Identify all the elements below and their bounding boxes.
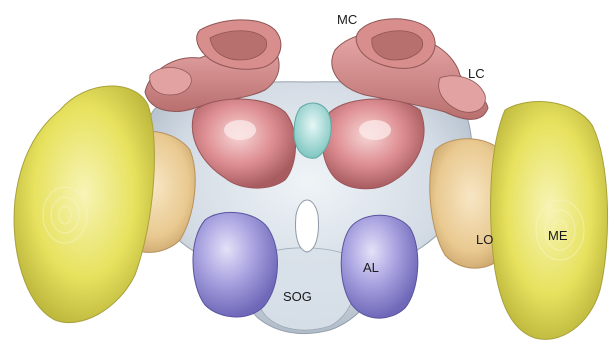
label-me: ME — [548, 228, 568, 243]
medulla-left — [14, 86, 154, 323]
label-sog: SOG — [283, 289, 312, 304]
medulla-right — [491, 102, 608, 340]
mb-highlight-right — [359, 120, 391, 140]
label-lo: LO — [476, 232, 493, 247]
label-al: AL — [363, 260, 379, 275]
label-lc: LC — [468, 66, 485, 81]
mb-highlight-left — [224, 120, 256, 140]
esophageal-foramen — [295, 200, 318, 252]
label-mc: MC — [337, 12, 357, 27]
antennal-lobe-right — [341, 215, 418, 318]
antennal-lobe-left — [193, 212, 277, 317]
